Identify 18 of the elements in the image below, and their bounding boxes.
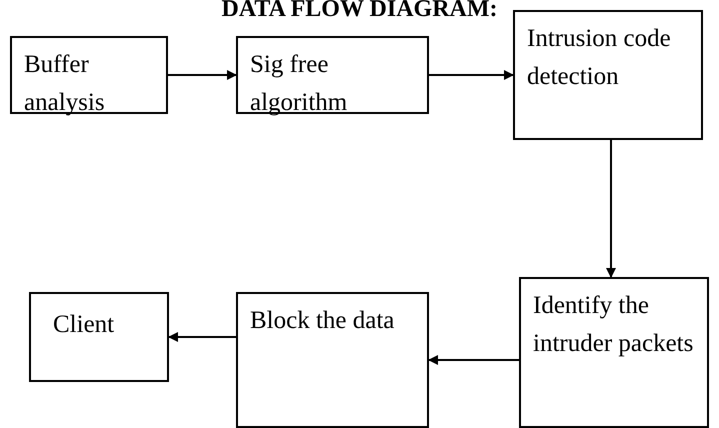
process-box [29,292,169,382]
box-label: Identify the intruder packets [533,291,694,359]
arrow [428,355,519,365]
process-box [10,36,168,114]
box-label: Sig free algorithm [250,50,348,118]
arrow [429,70,514,80]
box-label: Block the data [250,306,396,336]
diagram-title: DATA FLOW DIAGRAM: [220,0,498,23]
arrow [168,70,237,80]
process-box [519,277,709,428]
arrow [606,140,616,278]
box-label: Buffer analysis [24,50,106,118]
box-label: Client [53,310,116,340]
process-box [513,10,703,140]
box-label: Intrusion code detection [527,24,672,92]
process-box [236,36,429,114]
arrow [168,332,236,342]
process-box [236,292,429,428]
